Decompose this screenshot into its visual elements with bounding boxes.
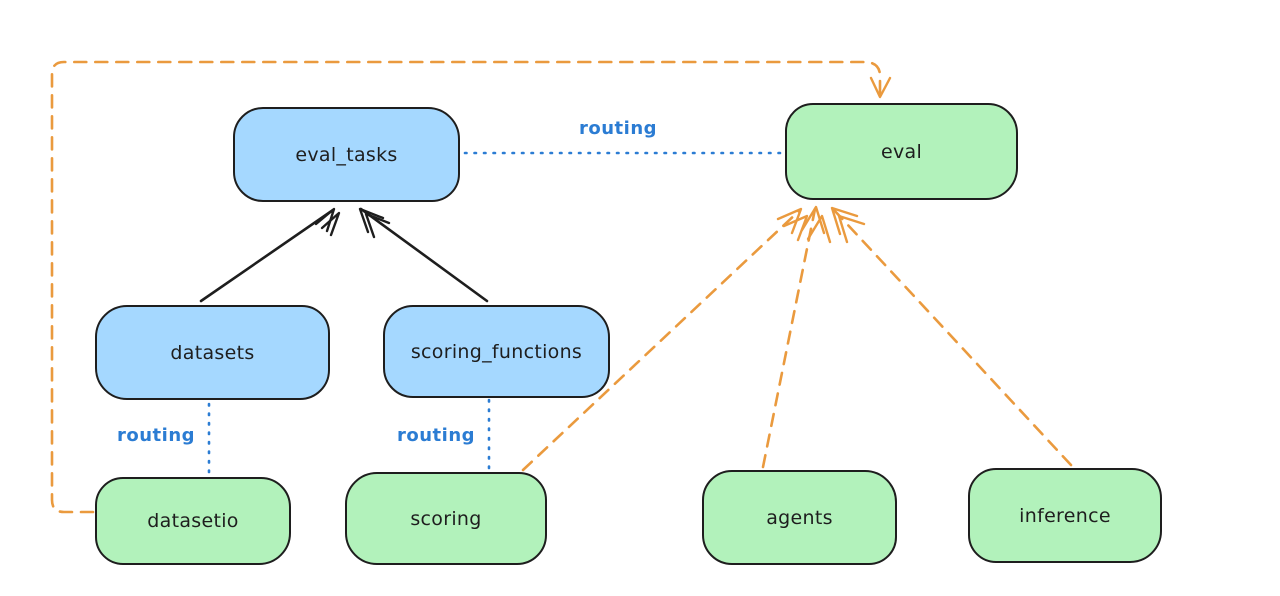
node-scoring-functions: scoring_functions [383,305,610,398]
node-datasetio-label: datasetio [147,510,239,532]
node-eval-label: eval [880,140,923,163]
edge-inference-to-eval [830,206,1073,467]
node-scoring-functions-label: scoring_functions [410,340,583,363]
node-agents: agents [702,470,897,565]
node-eval: eval [785,103,1018,200]
node-datasets-label: datasets [170,341,255,364]
node-scoring-label: scoring [410,507,482,530]
node-agents-label: agents [766,506,833,529]
edge-label-routing-eval-tasks-eval: routing [578,118,658,139]
node-eval-tasks: eval_tasks [233,107,460,202]
node-eval-tasks-label: eval_tasks [295,143,398,166]
node-inference: inference [968,468,1162,563]
edge-label-routing-datasets-datasetio: routing [116,425,196,446]
node-scoring: scoring [345,472,547,565]
node-datasets: datasets [95,305,330,400]
edge-label-routing-scoring-functions-scoring: routing [396,425,476,446]
node-inference-label: inference [1019,504,1111,527]
edge-agents-to-eval [761,205,832,469]
node-datasetio: datasetio [95,477,291,565]
edge-scoring-functions-to-eval-tasks [358,207,489,303]
edge-datasets-to-eval-tasks [199,207,341,303]
